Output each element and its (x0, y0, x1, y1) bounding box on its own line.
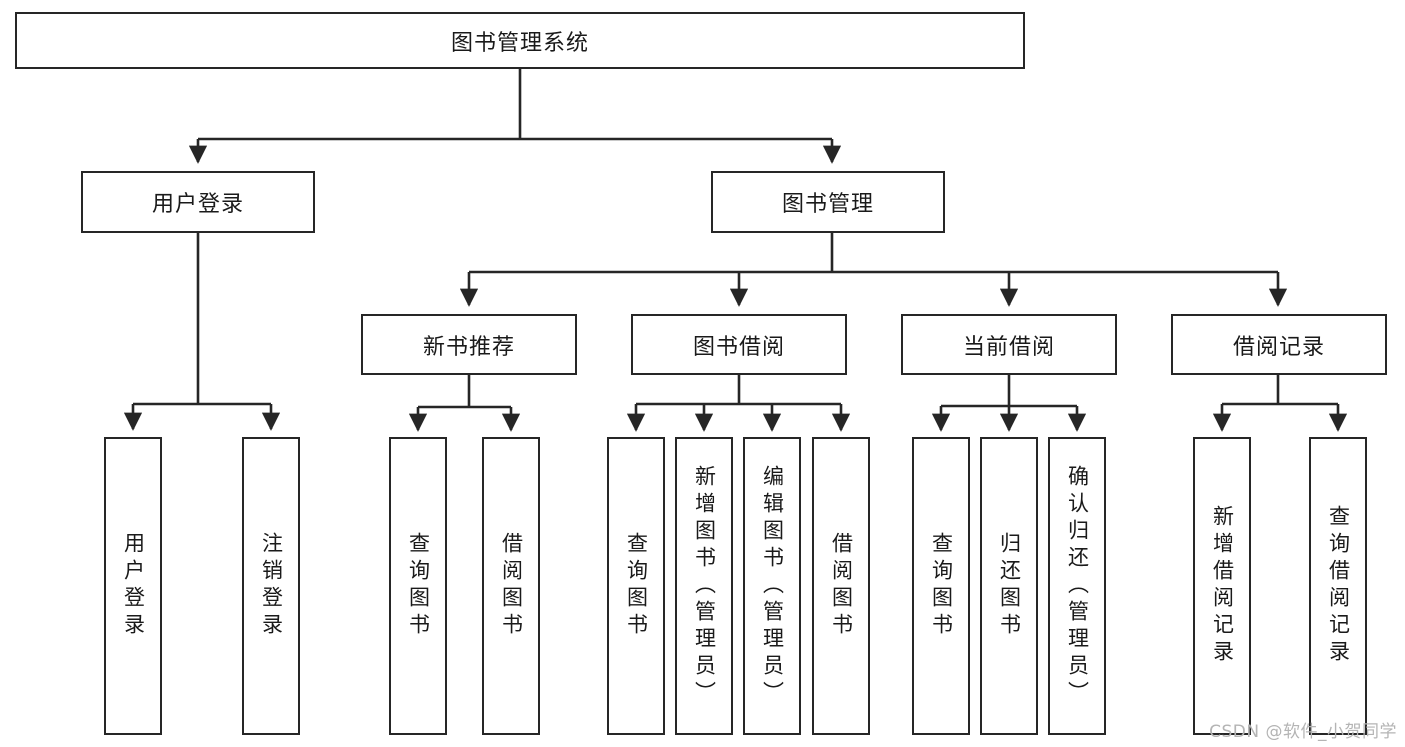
node-label: 图书借阅 (692, 334, 785, 360)
leaf-book-borrow-borrow[interactable]: 借阅图书 (812, 437, 870, 735)
node-label: 用户登录 (121, 532, 146, 640)
node-label: 查询图书 (624, 532, 649, 640)
leaf-current-borrow-query[interactable]: 查询图书 (912, 437, 970, 735)
node-label: 查询图书 (929, 532, 954, 640)
node-root-system[interactable]: 图书管理系统 (15, 12, 1025, 69)
leaf-current-borrow-confirm[interactable]: 确认归还（管理员） (1048, 437, 1106, 735)
node-book-management[interactable]: 图书管理 (711, 171, 945, 233)
leaf-book-borrow-add[interactable]: 新增图书（管理员） (675, 437, 733, 735)
node-label: 编辑图书（管理员） (760, 464, 785, 708)
leaf-borrow-record-add[interactable]: 新增借阅记录 (1193, 437, 1251, 735)
node-label: 借阅图书 (829, 532, 854, 640)
node-label: 用户登录 (151, 192, 244, 217)
node-label: 借阅记录 (1232, 334, 1325, 360)
leaf-user-login-logout[interactable]: 注销登录 (242, 437, 300, 735)
node-label: 新增借阅记录 (1210, 505, 1235, 667)
node-user-login[interactable]: 用户登录 (81, 171, 315, 233)
node-label: 确认归还（管理员） (1065, 464, 1090, 708)
leaf-borrow-record-query[interactable]: 查询借阅记录 (1309, 437, 1367, 735)
node-label: 新增图书（管理员） (692, 464, 717, 708)
node-label: 图书管理 (781, 192, 874, 217)
node-book-borrow[interactable]: 图书借阅 (631, 314, 847, 375)
leaf-current-borrow-return[interactable]: 归还图书 (980, 437, 1038, 735)
leaf-new-book-borrow[interactable]: 借阅图书 (482, 437, 540, 735)
node-label: 图书管理系统 (450, 30, 589, 56)
node-label: 借阅图书 (499, 532, 524, 640)
node-label: 查询图书 (406, 532, 431, 640)
node-label: 归还图书 (997, 532, 1022, 640)
leaf-new-book-query[interactable]: 查询图书 (389, 437, 447, 735)
node-label: 查询借阅记录 (1326, 505, 1351, 667)
node-label: 当前借阅 (962, 334, 1055, 360)
node-label: 新书推荐 (422, 334, 515, 360)
node-new-book-recommend[interactable]: 新书推荐 (361, 314, 577, 375)
leaf-user-login-login[interactable]: 用户登录 (104, 437, 162, 735)
node-borrow-record[interactable]: 借阅记录 (1171, 314, 1387, 375)
node-label: 注销登录 (259, 532, 284, 640)
leaf-book-borrow-edit[interactable]: 编辑图书（管理员） (743, 437, 801, 735)
watermark-text: CSDN @软件_小贺同学 (1209, 722, 1397, 742)
node-current-borrow[interactable]: 当前借阅 (901, 314, 1117, 375)
leaf-book-borrow-query[interactable]: 查询图书 (607, 437, 665, 735)
